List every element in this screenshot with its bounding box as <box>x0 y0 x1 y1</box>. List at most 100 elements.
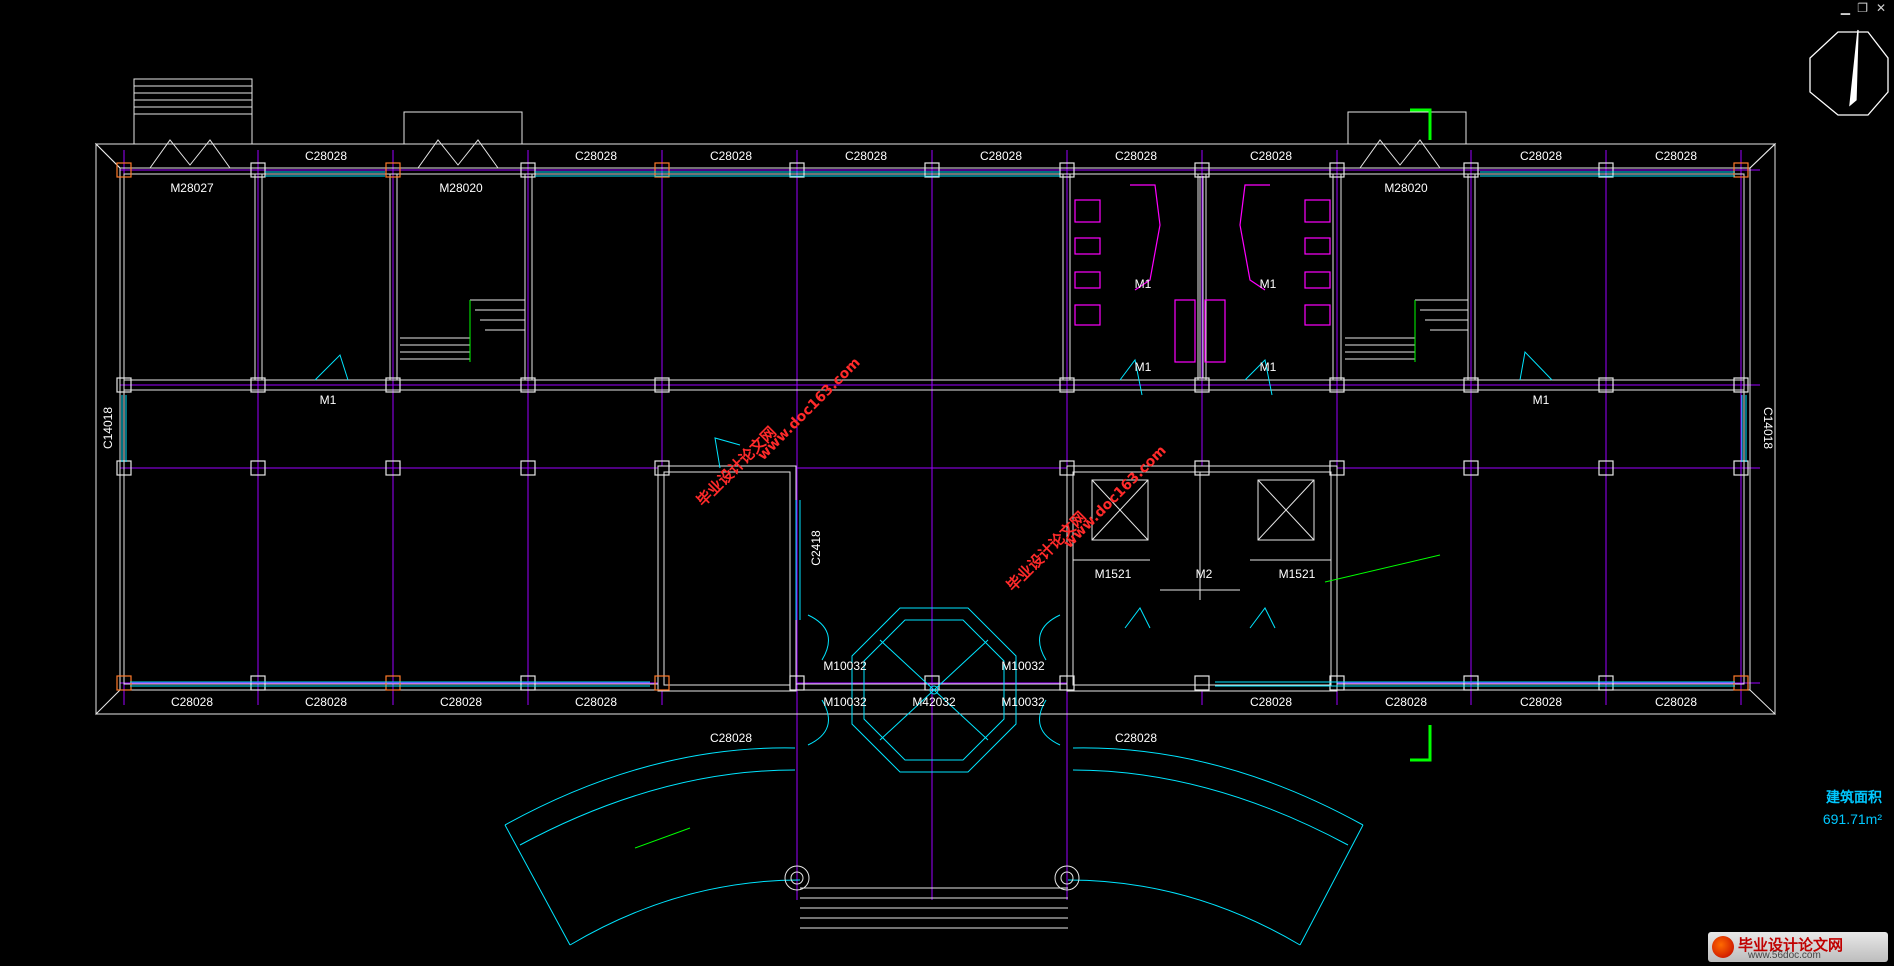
column <box>1194 377 1210 393</box>
axis-grid <box>120 150 1760 900</box>
drawing-label: M10032 <box>823 659 867 673</box>
column <box>789 162 805 178</box>
drawing-label: C28028 <box>845 149 887 163</box>
window-bands <box>121 171 1747 687</box>
drawing-label: C28028 <box>1520 149 1562 163</box>
column <box>1598 675 1614 691</box>
drawing-label: C28028 <box>1115 149 1157 163</box>
column <box>654 675 670 691</box>
drawing-label: C28028 <box>1520 695 1562 709</box>
column <box>1733 377 1749 393</box>
building-area-value: 691.71m² <box>1822 811 1882 827</box>
restroom-fixtures <box>1074 184 1331 363</box>
column <box>520 377 536 393</box>
drawing-label: M1521 <box>1279 567 1316 581</box>
column <box>250 162 266 178</box>
column <box>385 675 401 691</box>
outer-walls <box>94 142 1777 716</box>
drawing-label: C28028 <box>1655 695 1697 709</box>
north-arrow-icon <box>1809 29 1889 116</box>
drawing-label: C28028 <box>710 149 752 163</box>
column <box>789 675 805 691</box>
elevator-shafts <box>1091 479 1315 541</box>
logo-text: 毕业设计论文网 <box>1738 936 1844 954</box>
drawing-label: C28028 <box>575 695 617 709</box>
column <box>1329 460 1345 476</box>
column <box>1059 460 1075 476</box>
drawing-label: M1 <box>320 393 337 407</box>
drawing-label: C2418 <box>809 530 823 566</box>
column <box>1733 162 1749 178</box>
drawing-label: M1 <box>1533 393 1550 407</box>
logo-url: www.56doc.com <box>1748 950 1821 961</box>
column <box>116 377 132 393</box>
column <box>654 377 670 393</box>
building-area-title: 建筑面积 <box>1826 790 1882 806</box>
drawing-label: C28028 <box>305 695 347 709</box>
drawing-label: M28020 <box>1384 181 1428 195</box>
drawing-label: C28028 <box>440 695 482 709</box>
column <box>520 460 536 476</box>
column <box>1059 675 1075 691</box>
structural-columns <box>116 162 1749 691</box>
restore-button[interactable]: ❐ <box>1857 1 1868 15</box>
drawing-label: C28028 <box>1250 695 1292 709</box>
drawing-label: C28028 <box>305 149 347 163</box>
column <box>1598 162 1614 178</box>
column <box>1598 377 1614 393</box>
site-logo: 毕业设计论文网 www.56doc.com <box>1708 932 1888 962</box>
entrance-rotunda <box>807 607 1061 773</box>
drawing-label: C28028 <box>1115 731 1157 745</box>
drawing-label: M28027 <box>170 181 214 195</box>
drawing-label: C28028 <box>575 149 617 163</box>
front-canopy <box>504 747 1364 946</box>
column <box>1733 675 1749 691</box>
drawing-label: C28028 <box>1250 149 1292 163</box>
column <box>1059 377 1075 393</box>
column <box>1059 162 1075 178</box>
door-swings <box>314 350 1553 629</box>
drawing-label: M2 <box>1196 567 1213 581</box>
column <box>520 675 536 691</box>
drawing-label: M10032 <box>823 695 867 709</box>
column <box>1463 460 1479 476</box>
drawing-label: M1 <box>1135 277 1152 291</box>
drawing-label: C14018 <box>101 407 115 449</box>
column <box>654 162 670 178</box>
column <box>1329 377 1345 393</box>
drawing-label: C28028 <box>1655 149 1697 163</box>
column <box>654 460 670 476</box>
column <box>116 675 132 691</box>
interior-stairs <box>400 299 1468 362</box>
column <box>250 460 266 476</box>
interior-walls <box>254 174 1476 692</box>
drawing-label: M1 <box>1260 360 1277 374</box>
drawing-label: M10032 <box>1001 695 1045 709</box>
column <box>1733 460 1749 476</box>
drawing-label: M10032 <box>1001 659 1045 673</box>
logo-mark-icon <box>1712 936 1734 958</box>
drawing-label: M28020 <box>439 181 483 195</box>
drawing-label: C28028 <box>710 731 752 745</box>
drawing-label: www.doc163.com <box>755 355 864 464</box>
minimize-button[interactable]: ▁ <box>1840 1 1850 15</box>
drawing-label: C28028 <box>980 149 1022 163</box>
column <box>116 162 132 178</box>
drawing-label: M1521 <box>1095 567 1132 581</box>
column <box>520 162 536 178</box>
column <box>116 460 132 476</box>
section-markers <box>634 108 1441 849</box>
column <box>385 460 401 476</box>
close-button[interactable]: ✕ <box>1875 1 1886 15</box>
column <box>1329 675 1345 691</box>
column <box>1598 460 1614 476</box>
column <box>1194 162 1210 178</box>
column <box>1329 162 1345 178</box>
column <box>385 162 401 178</box>
roof-stairs <box>133 78 1467 169</box>
column <box>250 377 266 393</box>
column <box>924 675 940 691</box>
column <box>250 675 266 691</box>
